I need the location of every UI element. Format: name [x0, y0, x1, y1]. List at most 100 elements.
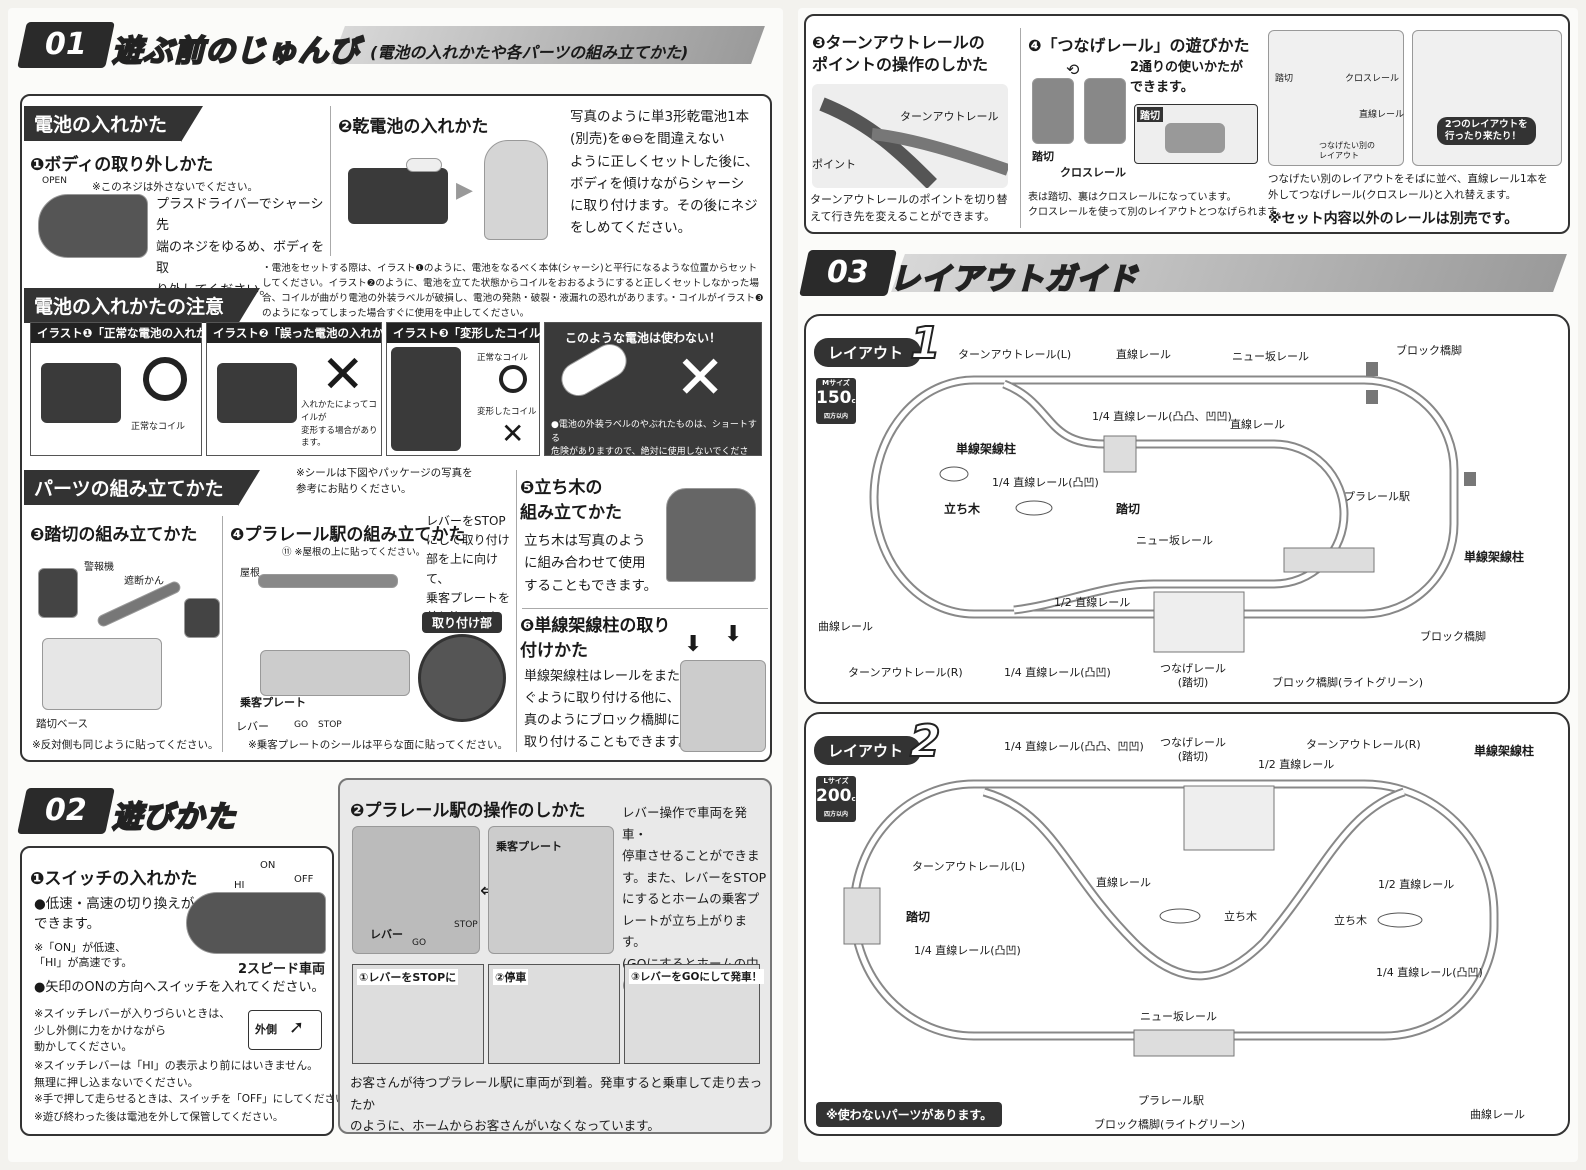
caution-text: ・電池をセットする際は、イラスト❶のように、電池をなるべく本体(シャーシ)と平行…: [262, 263, 764, 319]
l1-curve: 曲線レール: [818, 620, 873, 633]
connect-label-cross: クロスレール: [1060, 166, 1126, 179]
l2-half-top: 1/2 直線レール: [1258, 758, 1335, 771]
diag-label-straight: 直線レール: [1359, 110, 1405, 120]
section02-title: 遊びかた: [111, 799, 236, 836]
l1-crossing: 踏切: [1116, 502, 1141, 516]
layout1-size-badge: Mサイズ 150cm 四方以内: [816, 378, 863, 424]
layout1-block: [1366, 362, 1378, 376]
station-label-lever: レバー: [370, 928, 403, 941]
turnout-text: ターンアウトレールのポイントを切り替 えて行き先を変えることができます。: [810, 193, 1008, 223]
layout1-outer-loop-inner: [871, 377, 1457, 617]
l2-quarter-top: 1/4 直線レール(凸凸、凹凹): [1004, 740, 1144, 753]
l2-curve: 曲線レール: [1470, 1108, 1525, 1121]
step4-text: レバーをSTOP にして取り付け 部を上に向けて、 乗客プレートを 差し込みます…: [426, 514, 511, 624]
station-stop-illustration: [352, 826, 480, 954]
parts-header: パーツの組み立てかた: [24, 470, 260, 506]
connect-text2: つなげたい別のレイアウトをそばに並べ、直線レール1本を 外してつなげレール(クロ…: [1268, 173, 1548, 201]
step4-label-stop: STOP: [318, 720, 342, 730]
turnout-label-rail: ターンアウトレール: [900, 110, 999, 123]
l2-block-green: ブロック橋脚(ライトグリーン): [1094, 1118, 1246, 1131]
battery-step2-title: ❷乾電池の入れかた: [338, 117, 489, 137]
divider: [330, 106, 331, 256]
layout1-size-label: Mサイズ: [822, 379, 850, 387]
section01-badge: 01: [17, 22, 115, 68]
turnout-branch: [871, 128, 1010, 176]
l1-connect: つなげレール (踏切): [1160, 662, 1226, 690]
arrow-down-icon: ⬇: [684, 632, 703, 657]
layout1-track-svg: [869, 362, 1476, 653]
l1-pole-right: 単線架線柱: [1464, 550, 1525, 564]
turnout-title: ❸ターンアウトレールの ポイントの操作のしかた: [812, 33, 989, 75]
caution-ill3-label2: 変形したコイル: [477, 407, 537, 417]
l1-quarter-3: 1/4 直線レール(凸凹): [1004, 666, 1111, 679]
switch-text1: ●低速・高速の切り換えが できます。: [34, 896, 195, 933]
turnout-svg: [819, 97, 1010, 189]
l2-straight: 直線レール: [1096, 876, 1151, 889]
l1-station: プラレール駅: [1344, 490, 1410, 503]
l2-pole: 単線架線柱: [1474, 744, 1535, 758]
turnout-illustration: [812, 84, 1010, 189]
chassis-illustration: [348, 168, 448, 224]
section01-subtitle: (電池の入れかたや各パーツの組み立てかた): [370, 43, 689, 62]
l1-turnout-l: ターンアウトレール(L): [958, 348, 1072, 361]
left-page: 01 遊ぶ前のじゅんび (電池の入れかたや各パーツの組み立てかた) 電池の入れか…: [8, 8, 783, 1162]
outer-label: 外側: [255, 1023, 277, 1036]
train-body-illustration: [38, 194, 148, 258]
station-label-stop: STOP: [454, 920, 478, 930]
step4-title: ❹プラレール駅の組み立てかた: [230, 525, 466, 545]
seq2-panel: ②停車: [488, 964, 620, 1064]
caution-ill1-label: 正常なコイル: [131, 422, 186, 432]
station-label-go: GO: [412, 938, 427, 948]
layout1-size-value: 150: [816, 388, 852, 408]
layout2-size-label: Lサイズ: [823, 777, 849, 785]
layout2-note: ※使わないパーツがあります。: [816, 1102, 1003, 1127]
seq3-panel: ③レバーをGOにして発車！: [624, 964, 765, 1064]
layout1-inner-route-inner: [1003, 381, 1347, 613]
step4-label-plate: 乗客プレート: [240, 696, 306, 709]
l1-turnout-r: ターンアウトレール(R): [848, 666, 963, 679]
caution-ill2-label: 入れかたによってコイルが 変形する場合があります。: [301, 400, 378, 449]
crossing-base-illustration: [42, 638, 162, 710]
switch-text7: ※遊び終わった後は電池を外して保管してください。: [34, 1111, 284, 1123]
diag-label-crossing: 踏切: [1275, 74, 1294, 84]
layout2-figure-route-inner: [983, 789, 1405, 979]
station-title: ❷プラレール駅の操作のしかた: [350, 801, 586, 821]
layout1-tree: [939, 466, 969, 482]
layout2-crossing: [843, 887, 881, 945]
switch-text3: ●矢印のONの方向へスイッチを入れてください。: [34, 980, 325, 995]
damaged-battery-illustration: [555, 337, 633, 403]
layout1-crossing: [1103, 435, 1137, 473]
step4-label-go: GO: [294, 720, 309, 730]
connect-note: 表は踏切、裏はクロスレールになっています。 クロスレールを使って別のレイアウトと…: [1028, 192, 1287, 218]
layout1-block: [1366, 390, 1378, 404]
switch-off-label: OFF: [294, 874, 314, 885]
l1-straight-mid: 直線レール: [1230, 418, 1285, 431]
battery-step1-title: ❶ボディの取り外しかた: [30, 155, 214, 175]
layout2-station: [1133, 1029, 1235, 1057]
l2-new-slope: ニュー坂レール: [1140, 1010, 1217, 1023]
cross-ng-icon: ✕: [501, 417, 525, 450]
alarm-illustration: [38, 568, 78, 618]
station-go-illustration: [488, 826, 614, 954]
layout2-tree: [1377, 912, 1423, 928]
layout2-tag: レイアウト: [814, 736, 922, 765]
right-page: ❸ターンアウトレールの ポイントの操作のしかた ターンアウトレール ポイント タ…: [798, 8, 1578, 1162]
l1-half: 1/2 直線レール: [1054, 596, 1131, 609]
connect-callout: 2つのレイアウトを 行ったり来たり！: [1437, 117, 1536, 145]
layout1-tag: レイアウト: [814, 338, 922, 367]
arrow-right-icon: ▶: [456, 178, 473, 203]
divider: [522, 608, 768, 609]
coil-illustration: [391, 347, 461, 451]
l1-new-slope-mid: ニュー坂レール: [1136, 534, 1213, 547]
switch-text5: ※スイッチレバーは「HI」の表示より前にはいきません。 無理に押し込まないでくだ…: [34, 1059, 319, 1089]
caution-header: 電池の入れかたの注意: [24, 288, 261, 324]
caution-ill2: イラスト❷「誤った電池の入れかた」 ✕ 入れかたによってコイルが 変形する場合が…: [206, 322, 407, 456]
switch-text6: ※手で押して走らせるときは、スイッチを「OFF」にしてください。: [34, 1093, 356, 1105]
connect-title: ❹「つなげレール」の遊びかた: [1028, 36, 1250, 55]
l1-new-slope-top: ニュー坂レール: [1232, 350, 1309, 363]
connect-text3: ※セット内容以外のレールは別売です。: [1268, 211, 1519, 227]
switch-hi-label: HI: [234, 880, 245, 891]
step4-note: ※乗客プレートのシールは平らな面に貼ってください。: [248, 739, 508, 751]
switch-text2: ※「ON」が低速、 「HI」が高速です。: [34, 941, 133, 970]
layout2-size-value: 200: [816, 786, 852, 806]
